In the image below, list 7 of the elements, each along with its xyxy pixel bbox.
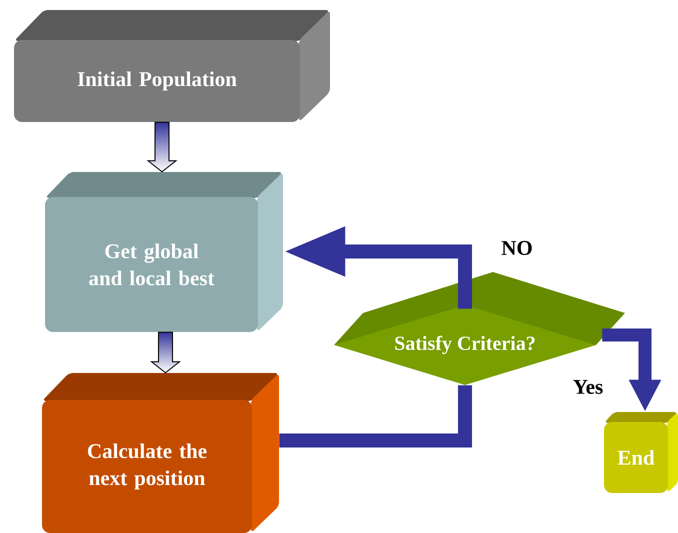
- process-box: Get global and local best: [45, 172, 283, 332]
- arrow: [150, 332, 181, 374]
- process-box: Calculate the next position: [42, 372, 279, 533]
- process-box: End: [604, 412, 678, 493]
- process-box: Initial Population: [14, 10, 330, 122]
- arrow: [146, 122, 178, 172]
- edge-label: NO: [500, 240, 534, 256]
